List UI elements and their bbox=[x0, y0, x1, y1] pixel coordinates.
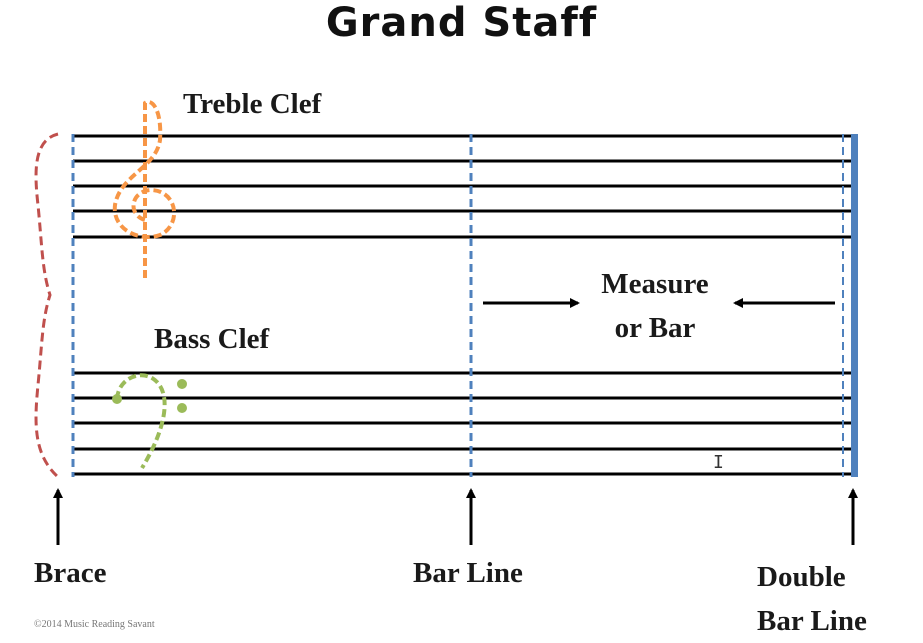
double-bar-thick-line bbox=[851, 134, 858, 477]
measure-label-line2: or Bar bbox=[614, 312, 696, 344]
double-bar-line-label-line2: Bar Line bbox=[757, 605, 867, 637]
text-cursor-icon: I bbox=[713, 452, 724, 473]
treble-clef-label: Treble Clef bbox=[183, 88, 322, 120]
treble-staff bbox=[73, 134, 852, 239]
double-bar-line-label-line1: Double bbox=[757, 561, 846, 593]
measure-label: Measure or Bar bbox=[560, 262, 750, 350]
copyright-text: ©2014 Music Reading Savant bbox=[34, 619, 155, 630]
staff-drawing bbox=[34, 99, 858, 545]
brace-label: Brace bbox=[34, 557, 107, 589]
brace-icon bbox=[34, 132, 60, 479]
treble-clef-icon bbox=[112, 99, 177, 278]
grand-staff-diagram: Grand Staff bbox=[34, 0, 867, 637]
page-title: Grand Staff bbox=[325, 0, 598, 46]
bass-clef-dot bbox=[177, 379, 187, 389]
double-bar-line-label: Double Bar Line bbox=[757, 555, 897, 643]
bar-line-label: Bar Line bbox=[413, 557, 523, 589]
bass-clef-dot bbox=[177, 403, 187, 413]
bass-clef-label: Bass Clef bbox=[154, 323, 270, 355]
measure-label-line1: Measure bbox=[601, 268, 709, 300]
bass-clef-icon bbox=[112, 373, 187, 470]
bass-staff bbox=[73, 371, 852, 476]
